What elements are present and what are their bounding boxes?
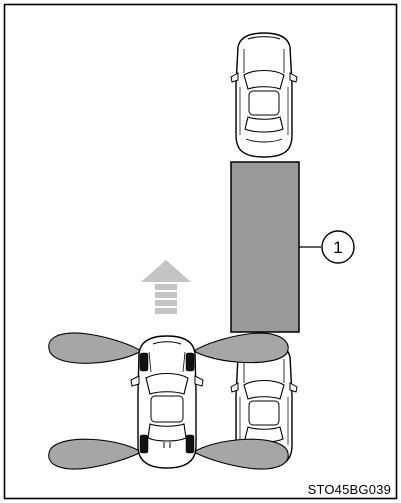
forward-arrow-icon — [141, 260, 191, 314]
sensor-zone-rear-left — [48, 438, 143, 470]
sensor-zone-front-right — [192, 332, 289, 364]
callout-number: 1 — [333, 238, 342, 257]
maneuvering-car — [130, 335, 204, 469]
sensor-zone-rear-right — [192, 438, 289, 470]
callout-circle — [321, 230, 355, 264]
sensor-zone-front-left — [48, 332, 143, 364]
diagram-border — [3, 3, 398, 500]
image-code-label: STO45BG039 — [307, 482, 391, 497]
car-tires — [139, 352, 195, 454]
parked-car-top — [230, 32, 298, 158]
obstacle-object — [230, 161, 300, 333]
sensor-zones — [48, 332, 289, 470]
